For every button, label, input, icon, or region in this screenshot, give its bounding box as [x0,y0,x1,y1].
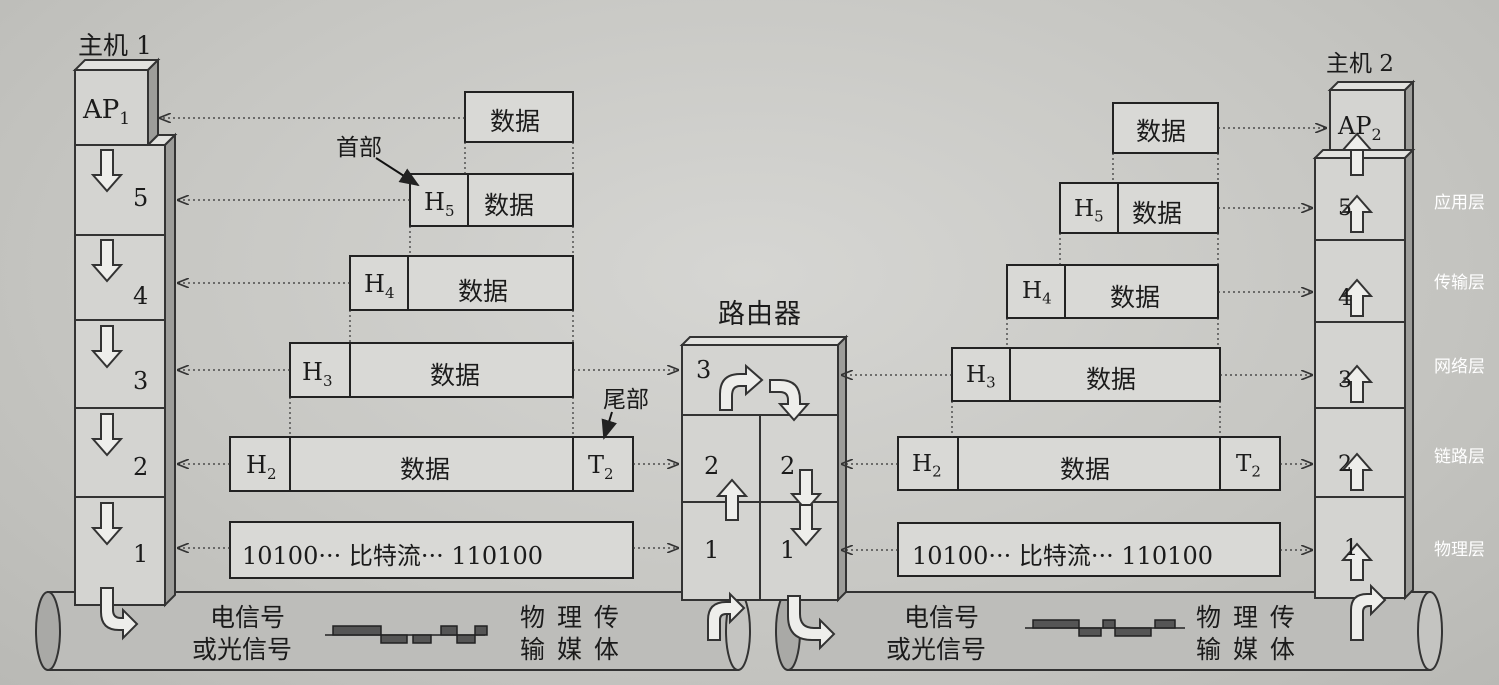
right-l3-data: 数据 [1086,365,1137,394]
host1-down-arrows [90,149,139,641]
host1-stack [72,57,178,608]
t2-subscript: 2 [604,464,614,483]
host1-layer-1: 1 [133,540,149,568]
host2-layer-2: 2 [1338,452,1352,477]
host1-layer-2: 2 [133,453,149,481]
left-l4-header: H4 [364,270,394,302]
left-l2-trailer: T2 [588,451,614,483]
host1-label: 主机 1 [78,31,152,60]
router-layer-2-right: 2 [780,452,796,480]
right-l2-data: 数据 [1060,455,1111,484]
medium-right-line-1: 电信号 [904,603,980,632]
h5-subscript: 5 [444,201,455,220]
host2-label: 主机 2 [1326,51,1394,77]
side-label-physical: 物理层 [1434,540,1485,559]
right-h4-letter: H [1022,278,1043,304]
host2-layer-3: 3 [1338,368,1352,393]
router-label: 路由器 [718,299,802,330]
router-layer-1-left: 1 [704,536,720,564]
ap2-subscript: 2 [1371,124,1382,144]
pdu-right [897,102,1281,577]
right-l5-header: H5 [1074,196,1104,226]
h2-letter: H [246,451,267,479]
router-layer-3: 3 [696,356,712,384]
callout-arrows [375,157,617,440]
router-arrows [707,363,836,651]
medium-right-line-4: 输 媒 体 [1196,635,1297,664]
right-l2-trailer: T2 [1236,451,1261,481]
right-l5-data: 数据 [1136,117,1187,146]
right-l2-header: H2 [912,451,942,481]
trailer-callout: 尾部 [603,387,649,413]
left-l4-data-word: 数据 [484,191,535,220]
ap1-label: AP1 [83,95,130,129]
header-callout: 首部 [336,135,382,161]
left-l3-header: H3 [302,358,332,390]
right-h2-letter: H [912,451,933,477]
medium-right-line-3: 物 理 传 [1196,603,1297,632]
h4-subscript: 4 [384,283,395,302]
host1-layer-3: 3 [133,367,149,395]
right-t2-subscript: 2 [1251,462,1261,481]
left-l2-header: H2 [246,451,276,483]
dotted-guides-left [160,118,678,548]
right-t2-letter: T [1236,451,1252,477]
right-h3-letter: H [966,362,987,388]
right-bitstream: 10100··· 比特流··· 110100 [912,542,1213,570]
host2-layer-4: 4 [1338,286,1352,311]
side-label-link: 链路层 [1434,447,1485,466]
ap2-label: AP2 [1338,112,1382,144]
right-l4-data: 数据 [1110,283,1161,312]
side-label-network: 网络层 [1434,357,1485,376]
h3-subscript: 3 [322,371,333,390]
router-layer-2-left: 2 [704,452,720,480]
right-h5-letter: H [1074,196,1095,222]
side-label-transport: 传输层 [1434,273,1485,292]
right-h5-subscript: 5 [1094,207,1104,226]
medium-cylinder-right [775,591,1443,671]
host1-layer-5: 5 [133,184,149,212]
medium-left-line-4: 输 媒 体 [520,635,621,664]
left-l5-header: H5 [424,188,454,220]
dotted-guides-right [842,128,1326,550]
medium-left-line-1: 电信号 [210,603,286,632]
t2-letter: T [588,451,605,479]
host2-up-arrows [1340,132,1387,641]
left-l4-data: 数据 [458,277,509,306]
host2-layer-5: 5 [1338,196,1352,221]
h5-letter: H [424,188,445,216]
left-bitstream: 10100··· 比特流··· 110100 [242,542,543,570]
pdu-left [229,91,634,579]
side-label-application: 应用层 [1434,193,1485,212]
left-l5-data: 数据 [490,107,541,136]
h2-subscript: 2 [266,464,277,483]
right-h3-subscript: 3 [986,373,996,392]
h3-letter: H [302,358,323,386]
medium-left-line-2: 或光信号 [192,635,293,664]
right-h4-subscript: 4 [1042,289,1052,308]
right-l3-header: H3 [966,362,996,392]
signal-waveform-left [325,625,488,644]
router-layer-1-right: 1 [780,536,796,564]
ap1-subscript: 1 [119,109,131,130]
left-l2-data: 数据 [400,455,451,484]
right-h2-subscript: 2 [932,462,942,481]
host2-layer-1: 1 [1344,536,1358,561]
host1-layer-4: 4 [133,282,149,310]
medium-right-line-2: 或光信号 [886,635,987,664]
h4-letter: H [364,270,385,298]
ap2-text: AP [1338,112,1372,140]
left-l3-data: 数据 [430,361,481,390]
ap1-text: AP [83,95,120,125]
right-l4-header: H4 [1022,278,1052,308]
right-l4-data-word: 数据 [1132,199,1183,228]
medium-left-line-3: 物 理 传 [520,603,621,632]
signal-waveform-right [1025,619,1185,637]
